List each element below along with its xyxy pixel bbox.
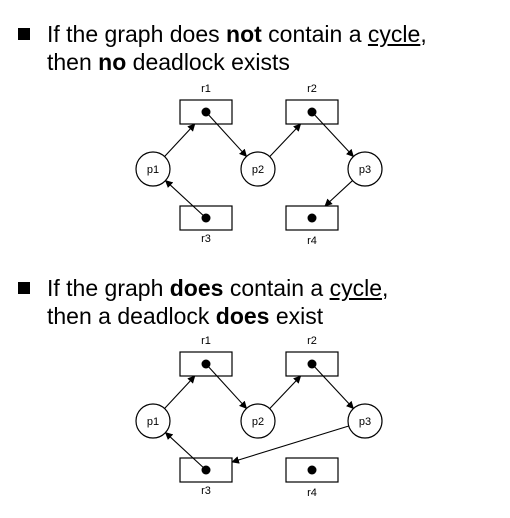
- edge-p1-to-r1: [164, 123, 196, 157]
- edge-p1-to-r1: [164, 375, 196, 409]
- process-p3-label: p3: [359, 164, 371, 176]
- statement-2-line-2: then a deadlock does exist: [47, 302, 504, 330]
- statement-1: If the graph does not contain a cycle, t…: [14, 20, 504, 76]
- statement-1-line-1: If the graph does not contain a cycle,: [14, 20, 504, 48]
- statement-bold-text: not: [226, 21, 262, 47]
- process-p1-label: p1: [147, 416, 159, 428]
- statement-2: If the graph does contain a cycle, then …: [14, 274, 504, 330]
- edge-r3-to-p1: [164, 180, 207, 219]
- statement-text: exist: [269, 303, 324, 329]
- bullet-square-icon: [18, 282, 30, 294]
- resource-r3-label: r3: [201, 485, 211, 497]
- resource-r2-label: r2: [307, 335, 317, 347]
- resource-r1-label: r1: [201, 335, 211, 347]
- statement-bold-text: no: [98, 49, 127, 75]
- edge-p2-to-r2: [269, 375, 302, 410]
- statement-text: then a deadlock: [47, 303, 216, 329]
- statement-2-line-1: If the graph does contain a cycle,: [14, 274, 504, 302]
- statement-text: deadlock exists: [126, 49, 290, 75]
- statement-underlined-text: cycle: [329, 275, 382, 301]
- process-p2-label: p2: [252, 416, 264, 428]
- resource-r1-label: r1: [201, 83, 211, 95]
- edge-r1-to-p2: [205, 363, 248, 410]
- statement-text: ,: [420, 21, 427, 47]
- edge-p3-to-r4: [324, 180, 353, 207]
- process-p2-label: p2: [252, 164, 264, 176]
- statement-text: contain a: [223, 275, 330, 301]
- process-p2-node: [240, 151, 276, 187]
- statement-1-line-2: then no deadlock exists: [47, 48, 504, 76]
- edge-r2-to-p3: [311, 111, 354, 158]
- process-p3-node: [347, 403, 383, 439]
- process-p1-label: p1: [147, 164, 159, 176]
- edge-p3-to-r3: [231, 425, 349, 464]
- resource-r3-label: r3: [201, 233, 211, 245]
- statement-text: If the graph does: [47, 21, 227, 47]
- resource-r4-instance-dot: [307, 213, 317, 223]
- statement-text: If the graph: [47, 275, 170, 301]
- process-p3-node: [347, 151, 383, 187]
- resource-r4-instance-dot: [307, 465, 317, 475]
- bullet-square-icon: [18, 28, 30, 40]
- statement-underlined-text: cycle: [367, 21, 421, 47]
- edge-p2-to-r2: [269, 123, 302, 158]
- statement-text: then: [47, 49, 99, 75]
- statement-bold-text: does: [215, 303, 270, 329]
- statement-bold-text: does: [169, 275, 224, 301]
- edge-r1-to-p2: [205, 111, 248, 158]
- resource-r4-label: r4: [307, 235, 317, 247]
- resource-r4-label: r4: [307, 487, 317, 499]
- process-p3-label: p3: [359, 416, 371, 428]
- resource-r2-label: r2: [307, 83, 317, 95]
- process-p1-node: [135, 151, 171, 187]
- process-p2-node: [240, 403, 276, 439]
- statement-text: contain a: [261, 21, 368, 47]
- process-p1-node: [135, 403, 171, 439]
- edge-r2-to-p3: [311, 363, 354, 410]
- statement-text: ,: [381, 275, 389, 301]
- edge-r3-to-p1: [164, 432, 207, 471]
